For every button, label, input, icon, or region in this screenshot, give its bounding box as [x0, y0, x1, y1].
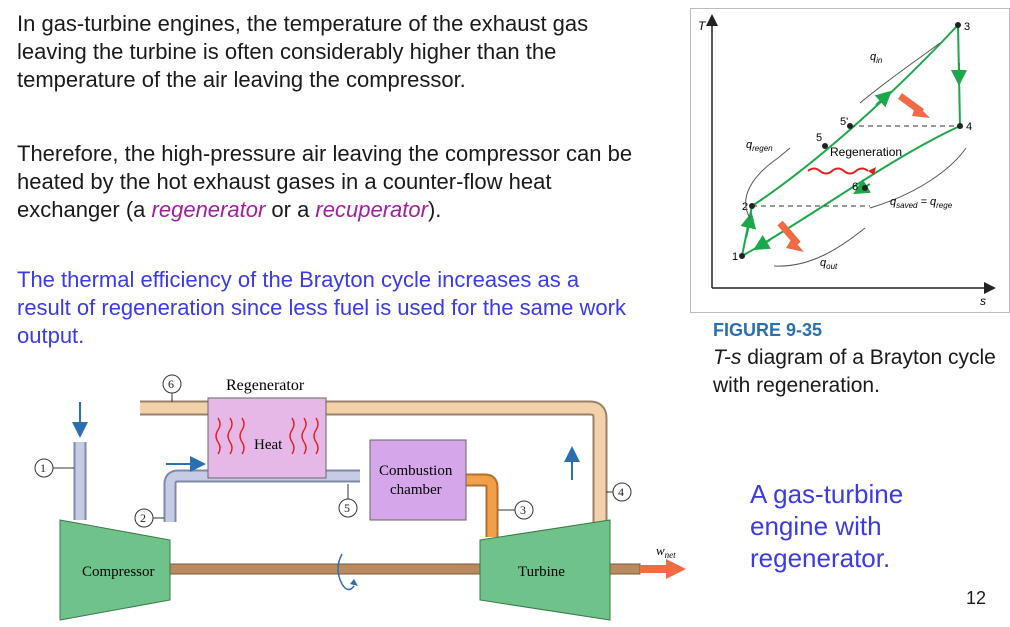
regenerator-term: regenerator	[151, 197, 266, 222]
ts-diagram: T s 1 2 3 4 5 5' 6 Regeneration qin qreg…	[690, 8, 1010, 313]
regen-text-a: Therefore, the high-pressure air leaving…	[17, 141, 633, 222]
regenerator-label: Regenerator	[226, 377, 305, 394]
exhaust-pipe	[140, 402, 606, 530]
ts-frame	[690, 8, 1010, 313]
engine-state-2: 2	[140, 511, 146, 525]
state-4: 4	[966, 121, 972, 133]
state-5: 5	[816, 132, 822, 144]
combustion-label-1: Combustion	[379, 463, 453, 479]
state-3: 3	[964, 21, 970, 33]
regenerator-paragraph: Therefore, the high-pressure air leaving…	[17, 140, 637, 224]
q-saved-label: qsaved = qrege	[890, 196, 953, 210]
w-net-label: wnet	[656, 543, 676, 560]
intro-paragraph: In gas-turbine engines, the temperature …	[17, 11, 589, 92]
combustion-label-2: chamber	[390, 482, 442, 498]
compressor	[59, 519, 171, 621]
compressor-label: Compressor	[82, 564, 155, 580]
q-out-arrow-icon	[777, 220, 801, 247]
efficiency-paragraph: The thermal efficiency of the Brayton cy…	[17, 267, 626, 348]
rotation-arrow-icon	[337, 553, 355, 591]
engine-state-6: 6	[168, 377, 174, 391]
engine-state-4: 4	[618, 485, 624, 499]
state-2: 2	[742, 201, 748, 213]
t-axis-label: T	[698, 19, 707, 33]
state-1: 1	[732, 251, 738, 263]
compressed-air-pipe	[165, 471, 360, 522]
figure-number: FIGURE 9-35	[713, 320, 823, 340]
figure-caption: T-s diagram of a Brayton cycle with rege…	[713, 346, 996, 397]
page-number: 12	[966, 588, 987, 608]
engine-schematic: Heat Regenerator Combustion chamber wnet…	[34, 374, 686, 621]
q-out-label: qout	[820, 257, 838, 271]
heat-label: Heat	[254, 437, 283, 453]
heat-wave-icon	[215, 417, 319, 455]
recuperator-term: recuperator	[315, 197, 428, 222]
regen-text-end: ).	[427, 197, 442, 222]
combustion-chamber-box	[369, 439, 467, 521]
engine-state-5: 5	[344, 501, 350, 515]
turbine-label: Turbine	[518, 564, 565, 580]
regeneration-label: Regeneration	[830, 145, 902, 159]
s-axis-label: s	[980, 294, 986, 308]
state-6: 6	[852, 181, 858, 193]
q-in-label: qin	[870, 51, 883, 65]
regen-text-or: or a	[265, 197, 316, 222]
state-5-prime: 5'	[840, 116, 848, 128]
engine-caption: A gas-turbine engine with regenerator.	[750, 479, 904, 573]
hot-gas-pipe	[460, 475, 497, 537]
regeneration-wave-icon	[807, 167, 869, 175]
engine-state-1: 1	[40, 461, 46, 475]
turbine	[479, 519, 611, 621]
engine-state-3: 3	[520, 503, 526, 517]
q-regen-label: qregen	[746, 139, 773, 153]
